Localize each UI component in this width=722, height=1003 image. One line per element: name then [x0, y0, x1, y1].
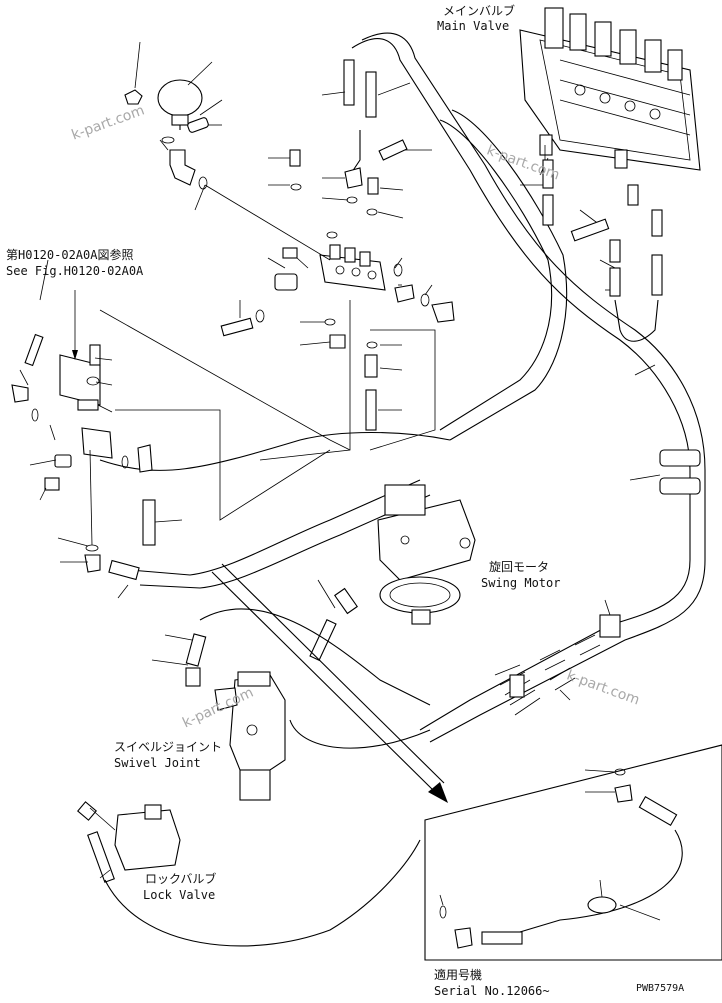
hose-bundle-wraps [494, 449, 701, 716]
swing-motor-label-en: Swing Motor [481, 576, 561, 590]
lock-valve-label-jp: ロックバルブ [145, 872, 217, 886]
main-hose-routing [349, 32, 706, 743]
swing-motor-label-jp: 旋回モータ [489, 560, 550, 574]
serial-label-en: Serial No.12066~ [434, 984, 550, 998]
detail-inset [424, 744, 722, 961]
detail-arrow [211, 563, 448, 803]
drawing-code: PWB7579A [636, 983, 685, 994]
swivel-joint-label-en: Swivel Joint [114, 756, 201, 770]
left-block-group [11, 259, 183, 599]
see-fig-label-jp: 第H0120-02A0A図参照 [6, 248, 134, 262]
lock-valve-illustration [77, 608, 431, 947]
swing-motor-illustration [309, 484, 476, 661]
serial-label-jp: 適用号機 [434, 968, 483, 982]
solenoid-valve-group [220, 59, 455, 431]
see-fig-label-en: See Fig.H0120-02A0A [6, 264, 144, 278]
leader-lines-top-right [520, 145, 663, 701]
swivel-joint-illustration [151, 633, 286, 801]
lock-valve-label-en: Lock Valve [143, 888, 216, 902]
swivel-joint-label-jp: スイベルジョイント [114, 740, 223, 754]
main-valve-label-jp: メインバルブ [443, 4, 516, 18]
main-valve-illustration [519, 7, 701, 171]
main-valve-label-en: Main Valve [437, 19, 510, 33]
accumulator-group [124, 41, 223, 211]
